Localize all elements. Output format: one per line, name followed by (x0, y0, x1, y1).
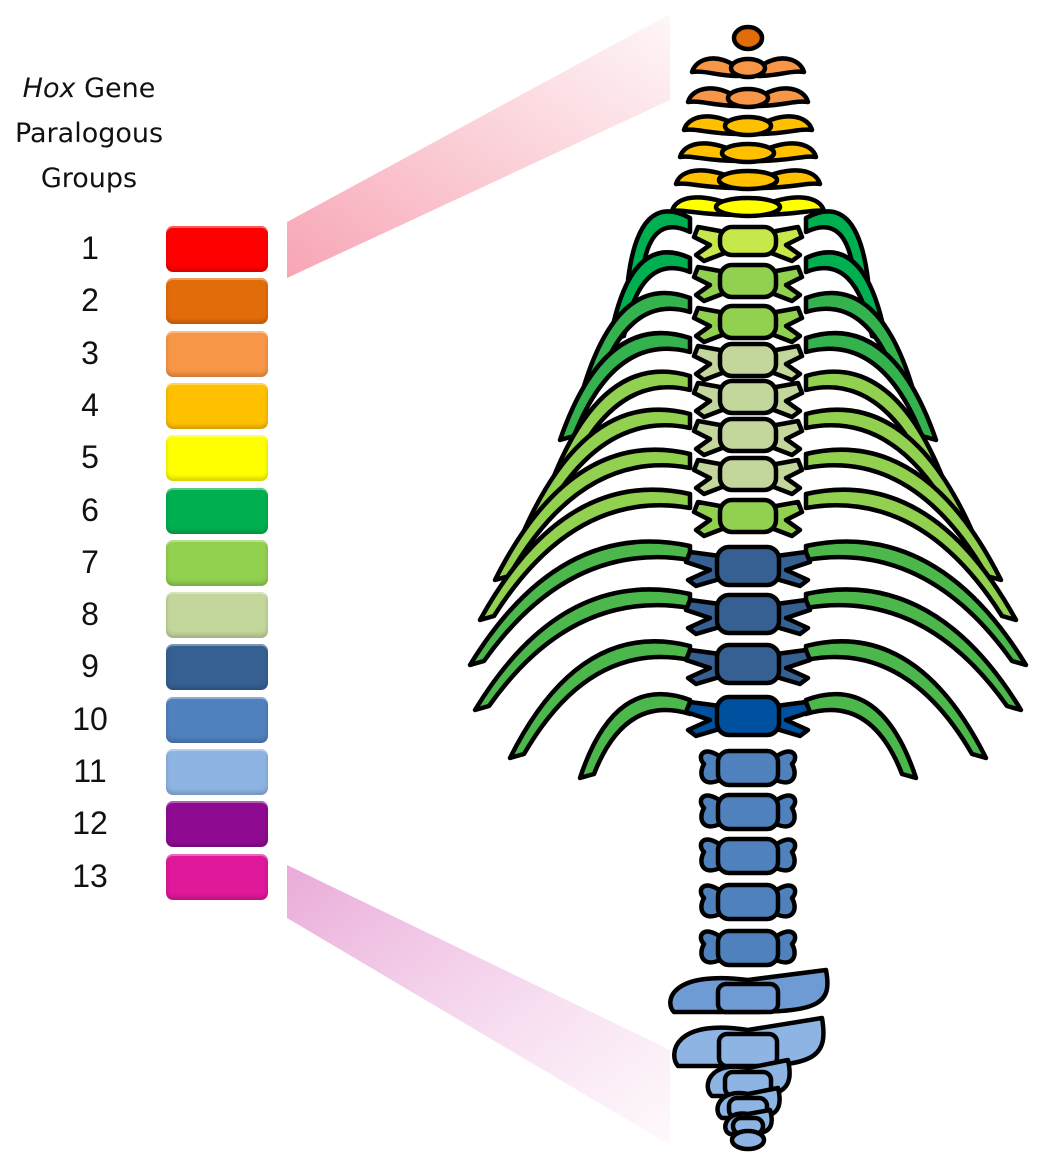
thoracic-vertebra-2 (694, 265, 802, 301)
cervical-vertebra-7 (672, 197, 824, 216)
cervical-body (731, 59, 765, 77)
vertebral-body (720, 500, 776, 532)
thoracic-vertebra-12 (686, 697, 810, 736)
vertebral-body (717, 697, 779, 735)
cervical-vertebra-5 (680, 143, 816, 162)
vertebral-body (720, 344, 776, 376)
vertebral-body (720, 458, 776, 490)
vertebral-body (719, 1034, 777, 1066)
cervical-vertebra-6 (676, 170, 820, 189)
cervical-body (725, 117, 771, 135)
thoracic-vertebra-11 (686, 645, 810, 684)
cervical-vertebra-2 (692, 58, 804, 77)
lumbar-vertebra-5 (701, 931, 795, 965)
thoracic-vertebra-10 (686, 595, 810, 634)
vertebral-body (720, 227, 776, 255)
cervical-vertebra-1 (734, 27, 762, 49)
sacral-vertebra-1 (670, 970, 827, 1012)
vertebral-body (717, 595, 779, 633)
rib-left (580, 694, 690, 778)
vertebral-body (718, 931, 778, 965)
cervical-body (719, 171, 777, 189)
lumbar-vertebra-3 (701, 839, 795, 873)
cervical-body (728, 89, 768, 107)
thoracic-vertebra-7 (694, 458, 802, 494)
lumbar-vertebra-1 (701, 751, 795, 785)
vertebral-body (718, 885, 778, 919)
cervical-body (734, 27, 762, 49)
thoracic-vertebra-9 (686, 547, 810, 586)
cervical-vertebra-4 (684, 116, 812, 135)
zoom-wedge-top (287, 14, 670, 278)
thoracic-vertebra-3 (694, 306, 802, 342)
vertebral-body (718, 751, 778, 785)
thoracic-vertebra-5 (694, 381, 802, 417)
sacral-vertebra-6 (732, 1131, 764, 1149)
vertebral-body (720, 381, 776, 413)
vertebral-body (717, 645, 779, 683)
cervical-body (716, 198, 780, 216)
caudal-tip (732, 1131, 764, 1149)
thoracic-vertebra-1 (694, 227, 802, 261)
cervical-body (722, 144, 774, 162)
thoracic-vertebra-4 (694, 344, 802, 380)
vertebral-body (718, 839, 778, 873)
vertebral-column (670, 27, 827, 1149)
vertebral-body (718, 984, 778, 1012)
vertebral-body (720, 306, 776, 338)
rib-right (806, 694, 916, 778)
vertebral-body (720, 419, 776, 451)
vertebral-body (717, 547, 779, 585)
cervical-vertebra-3 (688, 88, 808, 107)
vertebral-body (720, 265, 776, 297)
sacral-vertebra-2 (674, 1018, 823, 1066)
zoom-wedge-bottom (287, 865, 670, 1145)
thoracic-vertebra-6 (694, 419, 802, 455)
lumbar-vertebra-4 (701, 885, 795, 919)
thoracic-vertebra-8 (694, 500, 802, 536)
lumbar-vertebra-2 (701, 795, 795, 829)
vertebral-body (718, 795, 778, 829)
